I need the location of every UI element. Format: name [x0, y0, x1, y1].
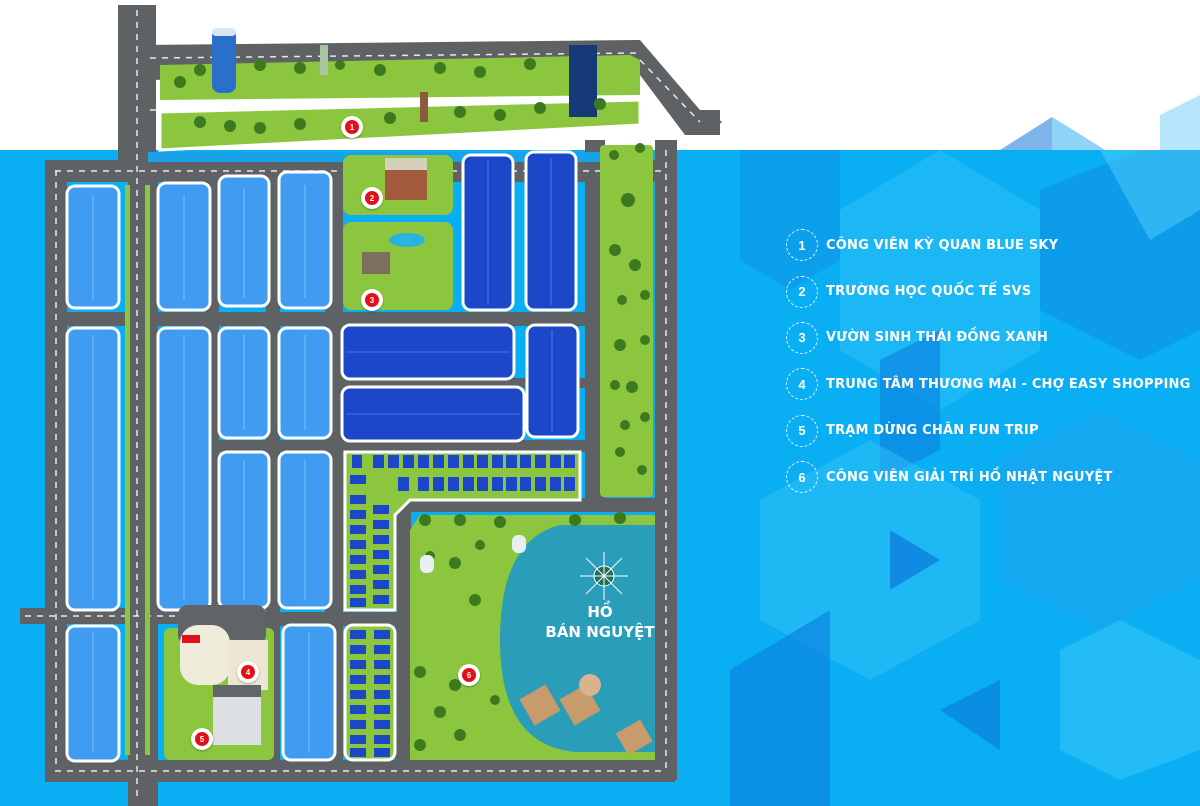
header-polygons	[1000, 95, 1200, 150]
green-strip	[600, 145, 653, 497]
legend-label: TRƯỜNG HỌC QUỐC TẾ SVS	[826, 284, 1032, 300]
map-pin-4[interactable]: 4	[237, 661, 259, 683]
statue	[320, 45, 328, 75]
legend-label: VƯỜN SINH THÁI ĐỒNG XANH	[826, 330, 1049, 346]
tower-left	[212, 28, 236, 93]
gazebos	[420, 535, 526, 573]
mall-area	[164, 605, 274, 760]
legend-number-badge: 4	[786, 368, 818, 401]
polygon-pattern	[730, 150, 1200, 806]
legend-label: CÔNG VIÊN KỲ QUAN BLUE SKY	[826, 237, 1059, 253]
map-pin-5[interactable]: 5	[191, 728, 213, 750]
map-pin-3[interactable]: 3	[361, 289, 383, 311]
legend-item-4[interactable]: 4 TRUNG TÂM THƯƠNG MẠI - CHỢ EASY SHOPPI…	[786, 361, 1190, 407]
lake-label-line1: HỒ	[587, 603, 613, 621]
legend-label: CÔNG VIÊN GIẢI TRÍ HỒ NHẬT NGUYỆT	[826, 469, 1113, 485]
lake-label: HỒ BÁN NGUYỆT	[520, 602, 680, 642]
map-pin-2[interactable]: 2	[361, 187, 383, 209]
legend-number-badge: 3	[786, 321, 818, 354]
legend-item-5[interactable]: 5 TRẠM DỪNG CHÂN FUN TRIP	[786, 408, 1186, 454]
tower-right	[569, 45, 597, 117]
map-pin-6[interactable]: 6	[458, 664, 480, 686]
legend-number-badge: 1	[786, 229, 818, 262]
amenities-legend: 1 CÔNG VIÊN KỲ QUAN BLUE SKY 2 TRƯỜNG HỌ…	[786, 222, 1190, 500]
legend-number-badge: 6	[786, 461, 818, 494]
legend-item-3[interactable]: 3 VƯỜN SINH THÁI ĐỒNG XANH	[786, 315, 1186, 361]
lake-label-line2: BÁN NGUYỆT	[545, 623, 655, 641]
map-pin-1[interactable]: 1	[341, 116, 363, 138]
median-strip-right	[145, 185, 150, 755]
lake-resort-pier	[519, 674, 653, 756]
median-strip-left	[125, 185, 130, 755]
legend-item-2[interactable]: 2 TRƯỜNG HỌC QUỐC TẾ SVS	[786, 268, 1186, 314]
legend-number-badge: 5	[786, 414, 818, 447]
school-and-garden	[343, 155, 453, 310]
clock-tower	[420, 92, 428, 122]
compass-rose	[580, 552, 628, 600]
legend-item-6[interactable]: 6 CÔNG VIÊN GIẢI TRÍ HỒ NHẬT NGUYỆT	[786, 454, 1186, 500]
legend-number-badge: 2	[786, 275, 818, 308]
legend-item-1[interactable]: 1 CÔNG VIÊN KỲ QUAN BLUE SKY	[786, 222, 1186, 268]
legend-label: TRẠM DỪNG CHÂN FUN TRIP	[826, 423, 1039, 439]
legend-label: TRUNG TÂM THƯƠNG MẠI - CHỢ EASY SHOPPING	[826, 376, 1191, 392]
townhouse-lots	[350, 455, 575, 757]
